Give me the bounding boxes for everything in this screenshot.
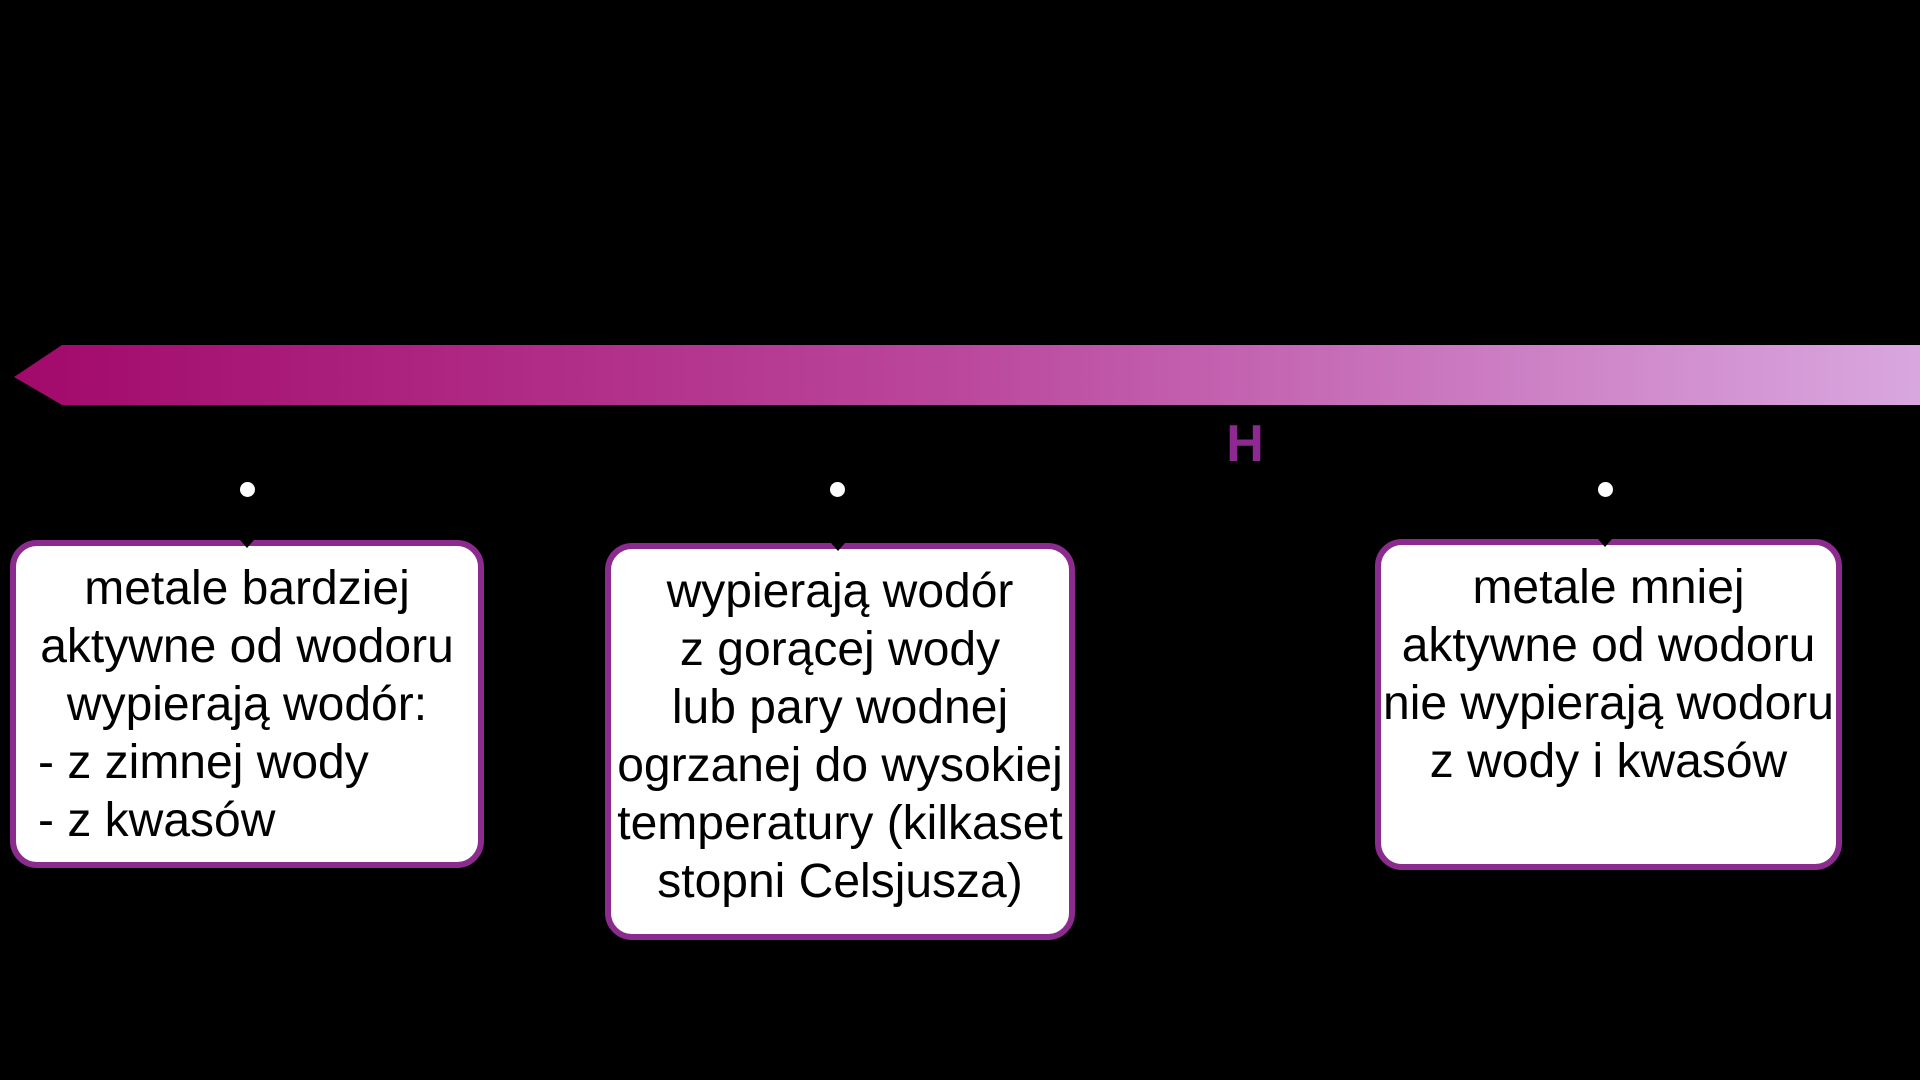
callout-text-line: wypierają wodór: — [66, 678, 428, 731]
callout-text-line: nie wypierają wodoru — [1383, 677, 1834, 730]
callout-text-line: z gorącej wody — [679, 623, 1001, 676]
connector-dot — [830, 482, 845, 497]
activity-gradient-arrow — [14, 345, 1920, 405]
connector-arrowhead-icon — [1592, 532, 1618, 547]
connector-arrowhead-icon — [234, 533, 260, 548]
callout-text-line: wypierają wodór — [666, 565, 1014, 618]
callout-text-line: aktywne od wodoru — [1401, 619, 1816, 672]
callout-text-line: z wody i kwasów — [1429, 735, 1788, 788]
callout-text-line: metale bardziej — [84, 562, 410, 615]
connector-dot — [1598, 482, 1613, 497]
callout-text-line: - z kwasów — [38, 794, 276, 847]
hydrogen-position-label: H — [1226, 415, 1264, 473]
callout-text-line: - z zimnej wody — [38, 736, 369, 789]
callout-box-less-active-metals: metale mniej aktywne od wodoru nie wypie… — [1375, 539, 1842, 870]
left-arrow-shape — [14, 345, 1920, 405]
callout-text-line: lub pary wodnej — [671, 681, 1009, 734]
callout-text-line: metale mniej — [1472, 561, 1745, 614]
callout-box-hot-water-metals: wypierają wodór z gorącej wody lub pary … — [605, 543, 1075, 940]
callout-text-line: aktywne od wodoru — [40, 620, 454, 673]
callout-text-line: temperatury (kilkaset — [617, 797, 1063, 850]
callout-text-line: ogrzanej do wysokiej — [617, 739, 1063, 792]
callout-box-more-active-metals: metale bardziej aktywne od wodoru wypier… — [10, 540, 484, 868]
connector-dot — [240, 482, 255, 497]
callout-text-line: stopni Celsjusza) — [657, 855, 1023, 908]
connector-arrowhead-icon — [825, 536, 851, 551]
